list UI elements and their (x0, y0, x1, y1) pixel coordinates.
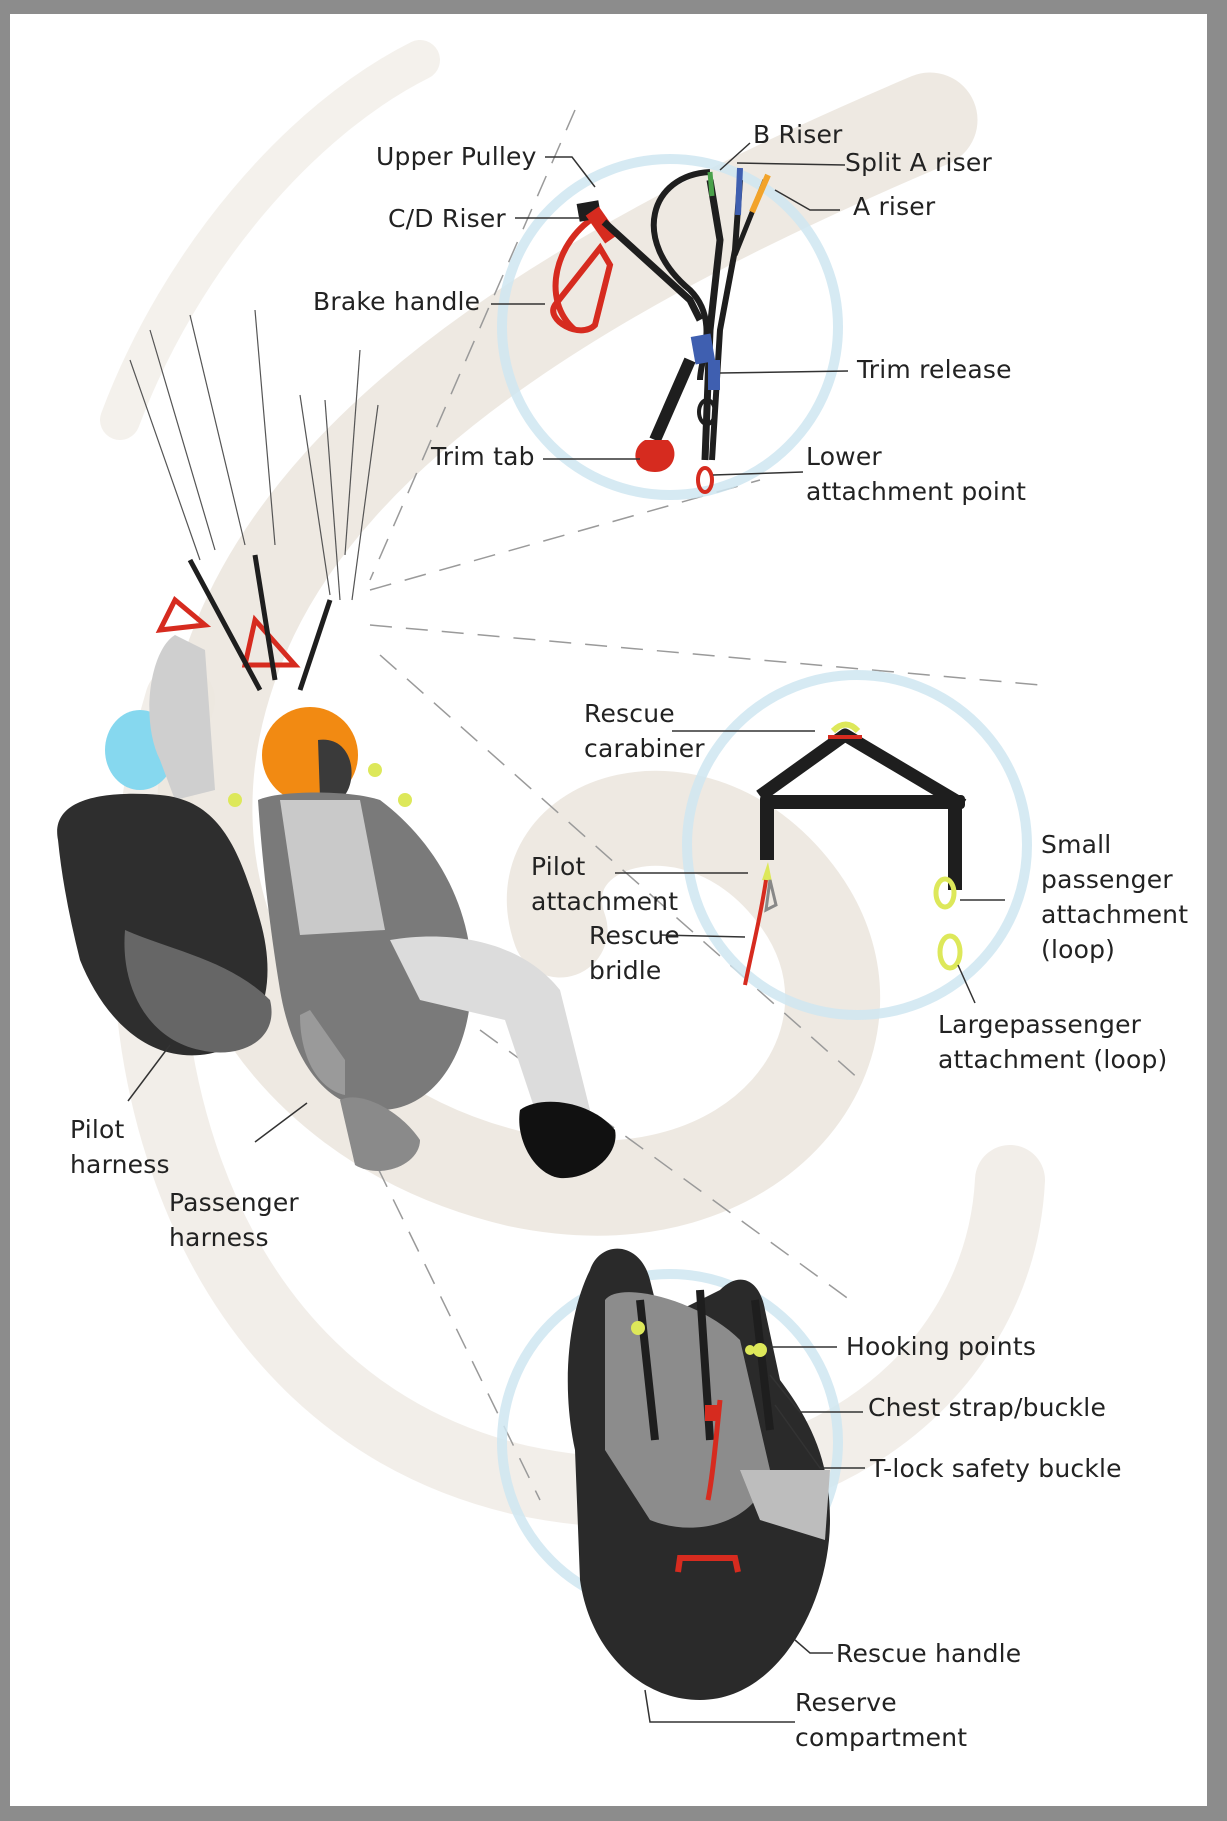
label-split-a-riser: Split A riser (845, 145, 992, 180)
label-lower-attachment: Lower attachment point (806, 439, 1026, 509)
label-cd-riser: C/D Riser (388, 201, 506, 236)
label-large-passenger: Largepassenger attachment (loop) (938, 1007, 1167, 1077)
label-rescue-handle: Rescue handle (836, 1636, 1021, 1671)
label-hooking-points: Hooking points (846, 1329, 1036, 1364)
label-trim-release: Trim release (857, 352, 1012, 387)
label-trim-tab: Trim tab (431, 439, 535, 474)
label-a-riser: A riser (853, 189, 935, 224)
label-rescue-carabiner: Rescue carabiner (584, 696, 705, 766)
label-b-riser: B Riser (753, 117, 843, 152)
label-passenger-harness: Passenger harness (169, 1185, 299, 1255)
label-small-passenger: Small passenger attachment (loop) (1041, 827, 1188, 967)
label-rescue-bridle: Rescue bridle (589, 918, 680, 988)
label-t-lock: T-lock safety buckle (870, 1451, 1122, 1486)
label-pilot-harness: Pilot harness (70, 1112, 170, 1182)
label-upper-pulley: Upper Pulley (376, 139, 537, 174)
label-brake-handle: Brake handle (313, 284, 480, 319)
label-chest-strap: Chest strap/buckle (868, 1390, 1106, 1425)
harness-illustration (568, 1249, 830, 1700)
label-pilot-attachment: Pilot attachment (531, 849, 678, 919)
background-swirl (120, 60, 1010, 1493)
label-reserve-compartment: Reserve compartment (795, 1685, 967, 1755)
